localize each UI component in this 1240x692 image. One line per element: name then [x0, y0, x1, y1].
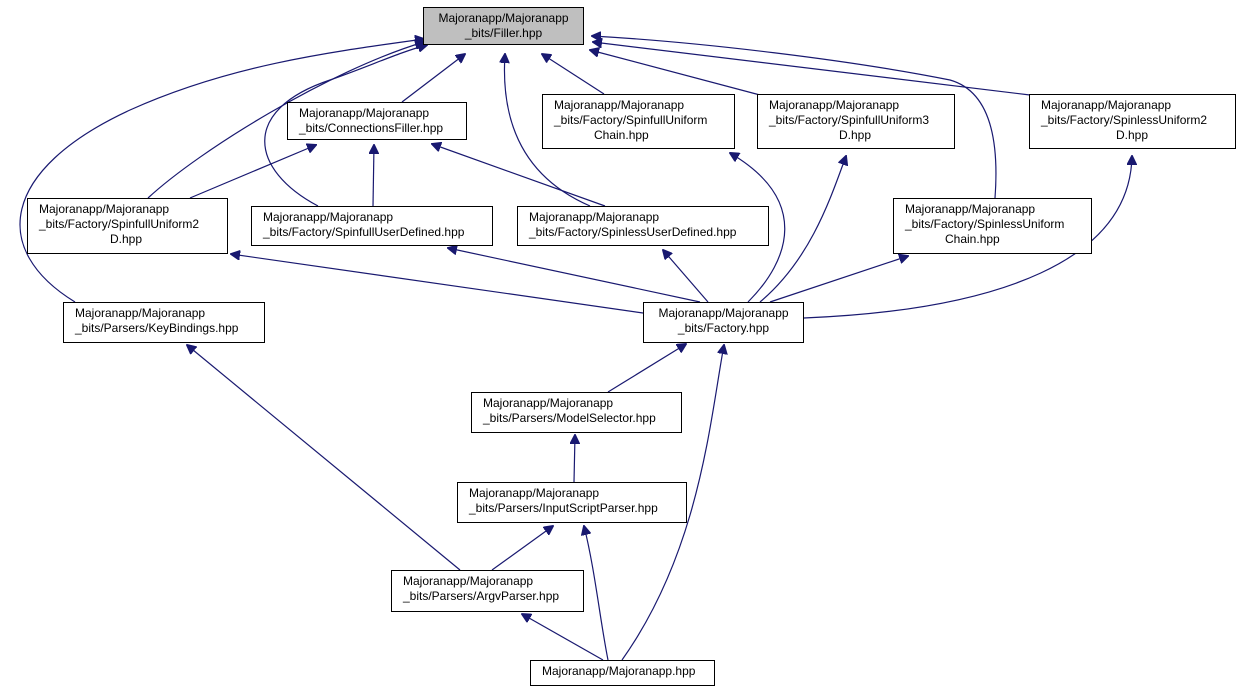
node-spinfull-uniform-2d-line-3: D.hpp: [110, 232, 143, 246]
node-spinfull-user-defined-line-1: Majoranapp/Majoranapp: [263, 210, 394, 224]
node-spinless-uniform-2d-line-2: _bits/Factory/SpinlessUniform2: [1041, 113, 1208, 127]
edge-factory-to-spinless-uniform-2d: [803, 156, 1132, 319]
edge-factory-to-spinfull-uniform-chain: [730, 153, 786, 303]
node-spinfull-uniform-chain[interactable]: Majoranapp/Majoranapp _bits/Factory/Spin…: [542, 94, 735, 149]
node-spinless-uniform-chain-line-1: Majoranapp/Majoranapp: [905, 202, 1036, 216]
node-input-script-parser-line-1: Majoranapp/Majoranapp: [469, 486, 600, 500]
edge-spinless-user-defined-to-filler: [504, 54, 591, 207]
node-input-script-parser[interactable]: Majoranapp/Majoranapp _bits/Parsers/Inpu…: [457, 482, 687, 523]
edge-spinless-user-defined-to-connections-filler: [432, 144, 606, 207]
edge-majoranapp-to-argv-parser: [522, 614, 604, 661]
node-filler-line-1: Majoranapp/Majoranapp: [438, 11, 569, 25]
node-spinless-uniform-chain[interactable]: Majoranapp/Majoranapp _bits/Factory/Spin…: [893, 198, 1092, 254]
edge-argv-parser-to-input-script-parser: [491, 526, 553, 571]
edge-spinless-uniform-2d-to-filler: [593, 42, 1031, 96]
node-model-selector-line-1: Majoranapp/Majoranapp: [483, 396, 614, 410]
edge-spinfull-uniform-2d-to-connections-filler: [189, 145, 316, 199]
node-factory[interactable]: Majoranapp/Majoranapp _bits/Factory.hpp: [643, 302, 804, 343]
edge-spinless-uniform-chain-to-filler: [592, 36, 997, 199]
edge-argv-parser-to-key-bindings: [187, 345, 461, 571]
node-factory-line-2: _bits/Factory.hpp: [677, 321, 770, 335]
node-spinfull-uniform-2d-line-2: _bits/Factory/SpinfullUniform2: [39, 217, 200, 231]
node-spinless-uniform-2d-line-1: Majoranapp/Majoranapp: [1041, 98, 1172, 112]
node-key-bindings[interactable]: Majoranapp/Majoranapp _bits/Parsers/KeyB…: [63, 302, 265, 343]
node-spinfull-uniform-3d-line-1: Majoranapp/Majoranapp: [769, 98, 900, 112]
node-spinless-user-defined-line-1: Majoranapp/Majoranapp: [529, 210, 660, 224]
node-majoranapp[interactable]: Majoranapp/Majoranapp.hpp: [530, 660, 715, 686]
edge-factory-to-spinless-uniform-chain: [769, 256, 908, 303]
node-majoranapp-line-1: Majoranapp/Majoranapp.hpp: [542, 664, 696, 678]
node-spinfull-uniform-3d-line-3: D.hpp: [839, 128, 872, 142]
node-key-bindings-line-1: Majoranapp/Majoranapp: [75, 306, 206, 320]
edge-spinfull-uniform-3d-to-filler: [590, 50, 761, 96]
edge-key-bindings-to-filler: [19, 39, 424, 303]
edge-factory-to-spinfull-uniform-3d: [759, 156, 846, 303]
node-spinfull-user-defined-line-2: _bits/Factory/SpinfullUserDefined.hpp: [263, 225, 465, 239]
node-spinfull-uniform-2d[interactable]: Majoranapp/Majoranapp _bits/Factory/Spin…: [27, 198, 228, 254]
node-connections-filler-line-1: Majoranapp/Majoranapp: [299, 106, 430, 120]
node-input-script-parser-line-2: _bits/Parsers/InputScriptParser.hpp: [469, 501, 658, 515]
node-filler-line-2: _bits/Filler.hpp: [464, 26, 543, 40]
node-model-selector[interactable]: Majoranapp/Majoranapp _bits/Parsers/Mode…: [471, 392, 682, 433]
edge-spinfull-uniform-2d-to-filler: [147, 42, 424, 199]
edge-input-script-parser-to-model-selector: [574, 435, 575, 483]
edge-connections-filler-to-filler: [401, 54, 465, 103]
edge-factory-to-spinfull-uniform-2d: [231, 254, 644, 314]
node-argv-parser-line-2: _bits/Parsers/ArgvParser.hpp: [403, 589, 560, 603]
node-spinfull-uniform-3d[interactable]: Majoranapp/Majoranapp _bits/Factory/Spin…: [757, 94, 955, 149]
edge-spinfull-uniform-chain-to-filler: [542, 54, 605, 95]
node-spinless-uniform-chain-line-3: Chain.hpp: [945, 232, 1000, 246]
node-filler: Majoranapp/Majoranapp _bits/Filler.hpp: [423, 7, 584, 45]
node-spinless-uniform-2d-line-3: D.hpp: [1116, 128, 1149, 142]
node-spinfull-uniform-3d-line-2: _bits/Factory/SpinfullUniform3: [769, 113, 930, 127]
node-key-bindings-line-2: _bits/Parsers/KeyBindings.hpp: [75, 321, 239, 335]
node-factory-line-1: Majoranapp/Majoranapp: [658, 306, 789, 320]
node-argv-parser[interactable]: Majoranapp/Majoranapp _bits/Parsers/Argv…: [391, 570, 584, 612]
node-argv-parser-line-1: Majoranapp/Majoranapp: [403, 574, 534, 588]
node-spinless-user-defined[interactable]: Majoranapp/Majoranapp _bits/Factory/Spin…: [517, 206, 769, 246]
edge-spinfull-user-defined-to-filler: [264, 45, 427, 207]
node-spinfull-user-defined[interactable]: Majoranapp/Majoranapp _bits/Factory/Spin…: [251, 206, 493, 246]
edge-spinfull-user-defined-to-connections-filler: [373, 145, 374, 207]
node-spinfull-uniform-chain-line-1: Majoranapp/Majoranapp: [554, 98, 685, 112]
edge-majoranapp-to-input-script-parser: [584, 526, 609, 661]
node-connections-filler[interactable]: Majoranapp/Majoranapp _bits/ConnectionsF…: [287, 102, 467, 140]
node-spinless-uniform-chain-line-2: _bits/Factory/SpinlessUniform: [905, 217, 1065, 231]
node-connections-filler-line-2: _bits/ConnectionsFiller.hpp: [299, 121, 444, 135]
node-spinfull-uniform-chain-line-3: Chain.hpp: [594, 128, 649, 142]
edge-factory-to-spinfull-user-defined: [448, 248, 701, 303]
node-spinless-user-defined-line-2: _bits/Factory/SpinlessUserDefined.hpp: [529, 225, 737, 239]
node-model-selector-line-2: _bits/Parsers/ModelSelector.hpp: [483, 411, 656, 425]
node-spinfull-uniform-2d-line-1: Majoranapp/Majoranapp: [39, 202, 170, 216]
node-spinfull-uniform-chain-line-2: _bits/Factory/SpinfullUniform: [554, 113, 708, 127]
edge-majoranapp-to-factory: [621, 345, 724, 661]
edge-model-selector-to-factory: [607, 344, 686, 393]
edge-factory-to-spinless-user-defined: [663, 250, 709, 303]
node-spinless-uniform-2d[interactable]: Majoranapp/Majoranapp _bits/Factory/Spin…: [1029, 94, 1236, 149]
